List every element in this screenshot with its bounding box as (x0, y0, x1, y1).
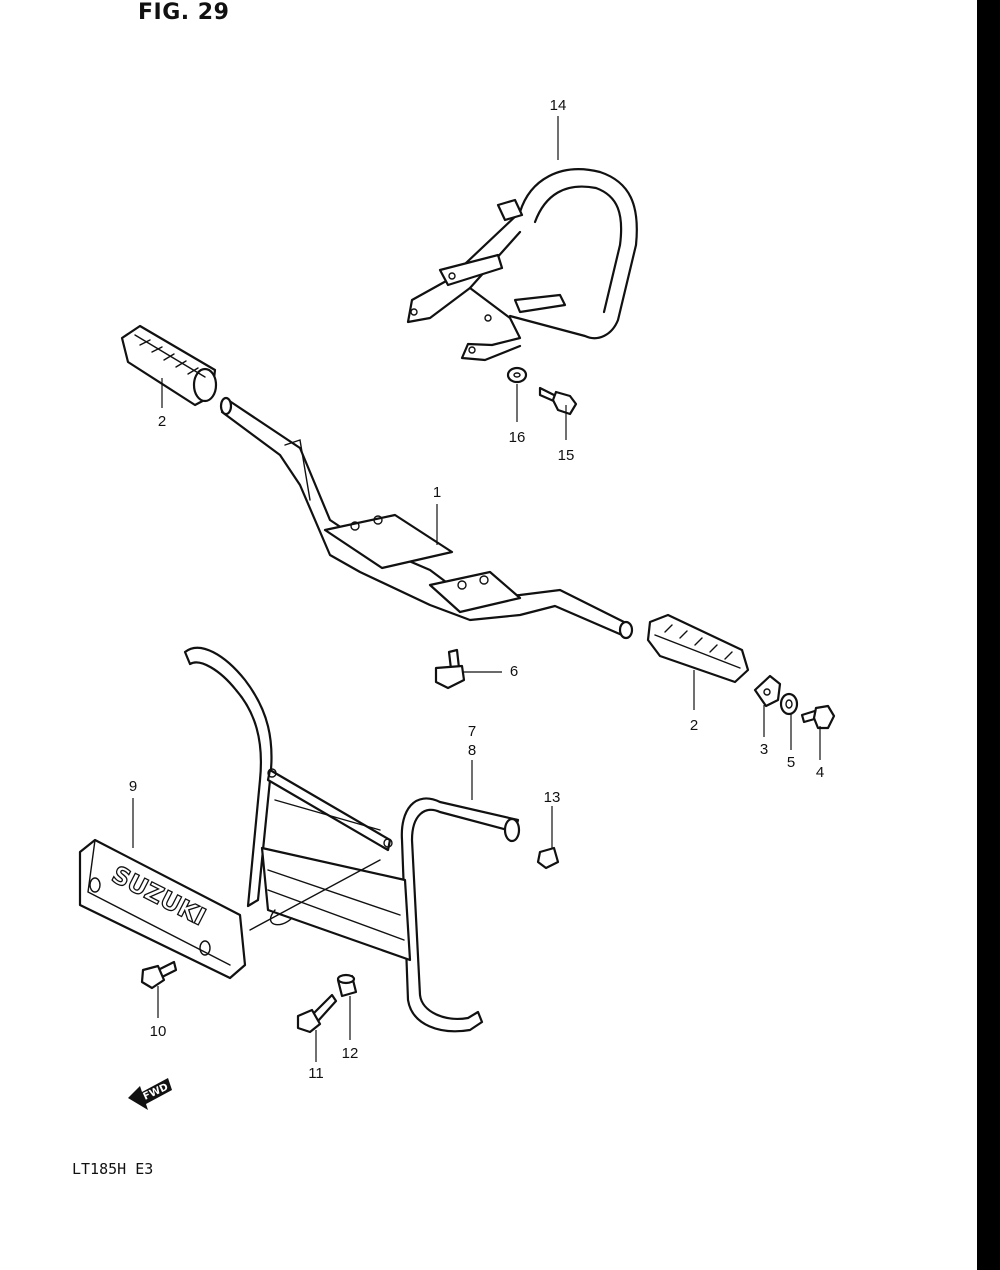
callout-9: 9 (129, 778, 137, 795)
emblem-plate-9[interactable]: SUZUKI (78, 838, 247, 980)
page-edge-border (977, 0, 1000, 1270)
callout-2-right: 2 (690, 717, 698, 734)
collar-12[interactable] (336, 973, 358, 998)
callout-12: 12 (342, 1045, 359, 1062)
leader-lines (132, 116, 821, 1062)
cap-13[interactable] (536, 846, 560, 870)
front-bumper-frame-7-8[interactable] (183, 646, 521, 1033)
figure-title: FIG. 29 (138, 0, 230, 25)
model-code: LT185H E3 (72, 1160, 154, 1178)
bolt-4[interactable] (800, 704, 836, 730)
callout-13: 13 (544, 789, 561, 806)
callout-14: 14 (550, 97, 567, 114)
rear-guard-frame-14[interactable] (406, 168, 638, 362)
bolt-11[interactable] (296, 993, 338, 1034)
callout-11: 11 (308, 1065, 324, 1082)
bracket-3[interactable] (753, 674, 782, 708)
callout-16: 16 (509, 429, 526, 446)
callout-1: 1 (433, 484, 441, 501)
footrest-rubber-2-left[interactable] (120, 324, 218, 407)
callout-6: 6 (510, 663, 518, 680)
callout-4: 4 (816, 764, 824, 781)
footrest-bar-1[interactable] (219, 396, 634, 640)
forward-direction-arrow: FWD (128, 1078, 172, 1110)
callout-10: 10 (150, 1023, 167, 1040)
footrest-rubber-2-right[interactable] (646, 613, 750, 684)
washer-5[interactable] (779, 692, 799, 716)
bolt-6[interactable] (434, 648, 466, 690)
screw-10[interactable] (140, 960, 178, 990)
washer-16[interactable] (506, 366, 528, 384)
callout-15: 15 (558, 447, 575, 464)
callout-5: 5 (787, 754, 795, 771)
callout-8: 8 (468, 742, 476, 759)
bolt-15[interactable] (538, 386, 578, 416)
callout-7: 7 (468, 723, 476, 740)
callout-2-left: 2 (158, 413, 166, 430)
callout-3: 3 (760, 741, 768, 758)
callout-labels: 14 2 16 15 1 6 2 3 5 4 7 8 9 13 10 11 12 (129, 97, 824, 1082)
